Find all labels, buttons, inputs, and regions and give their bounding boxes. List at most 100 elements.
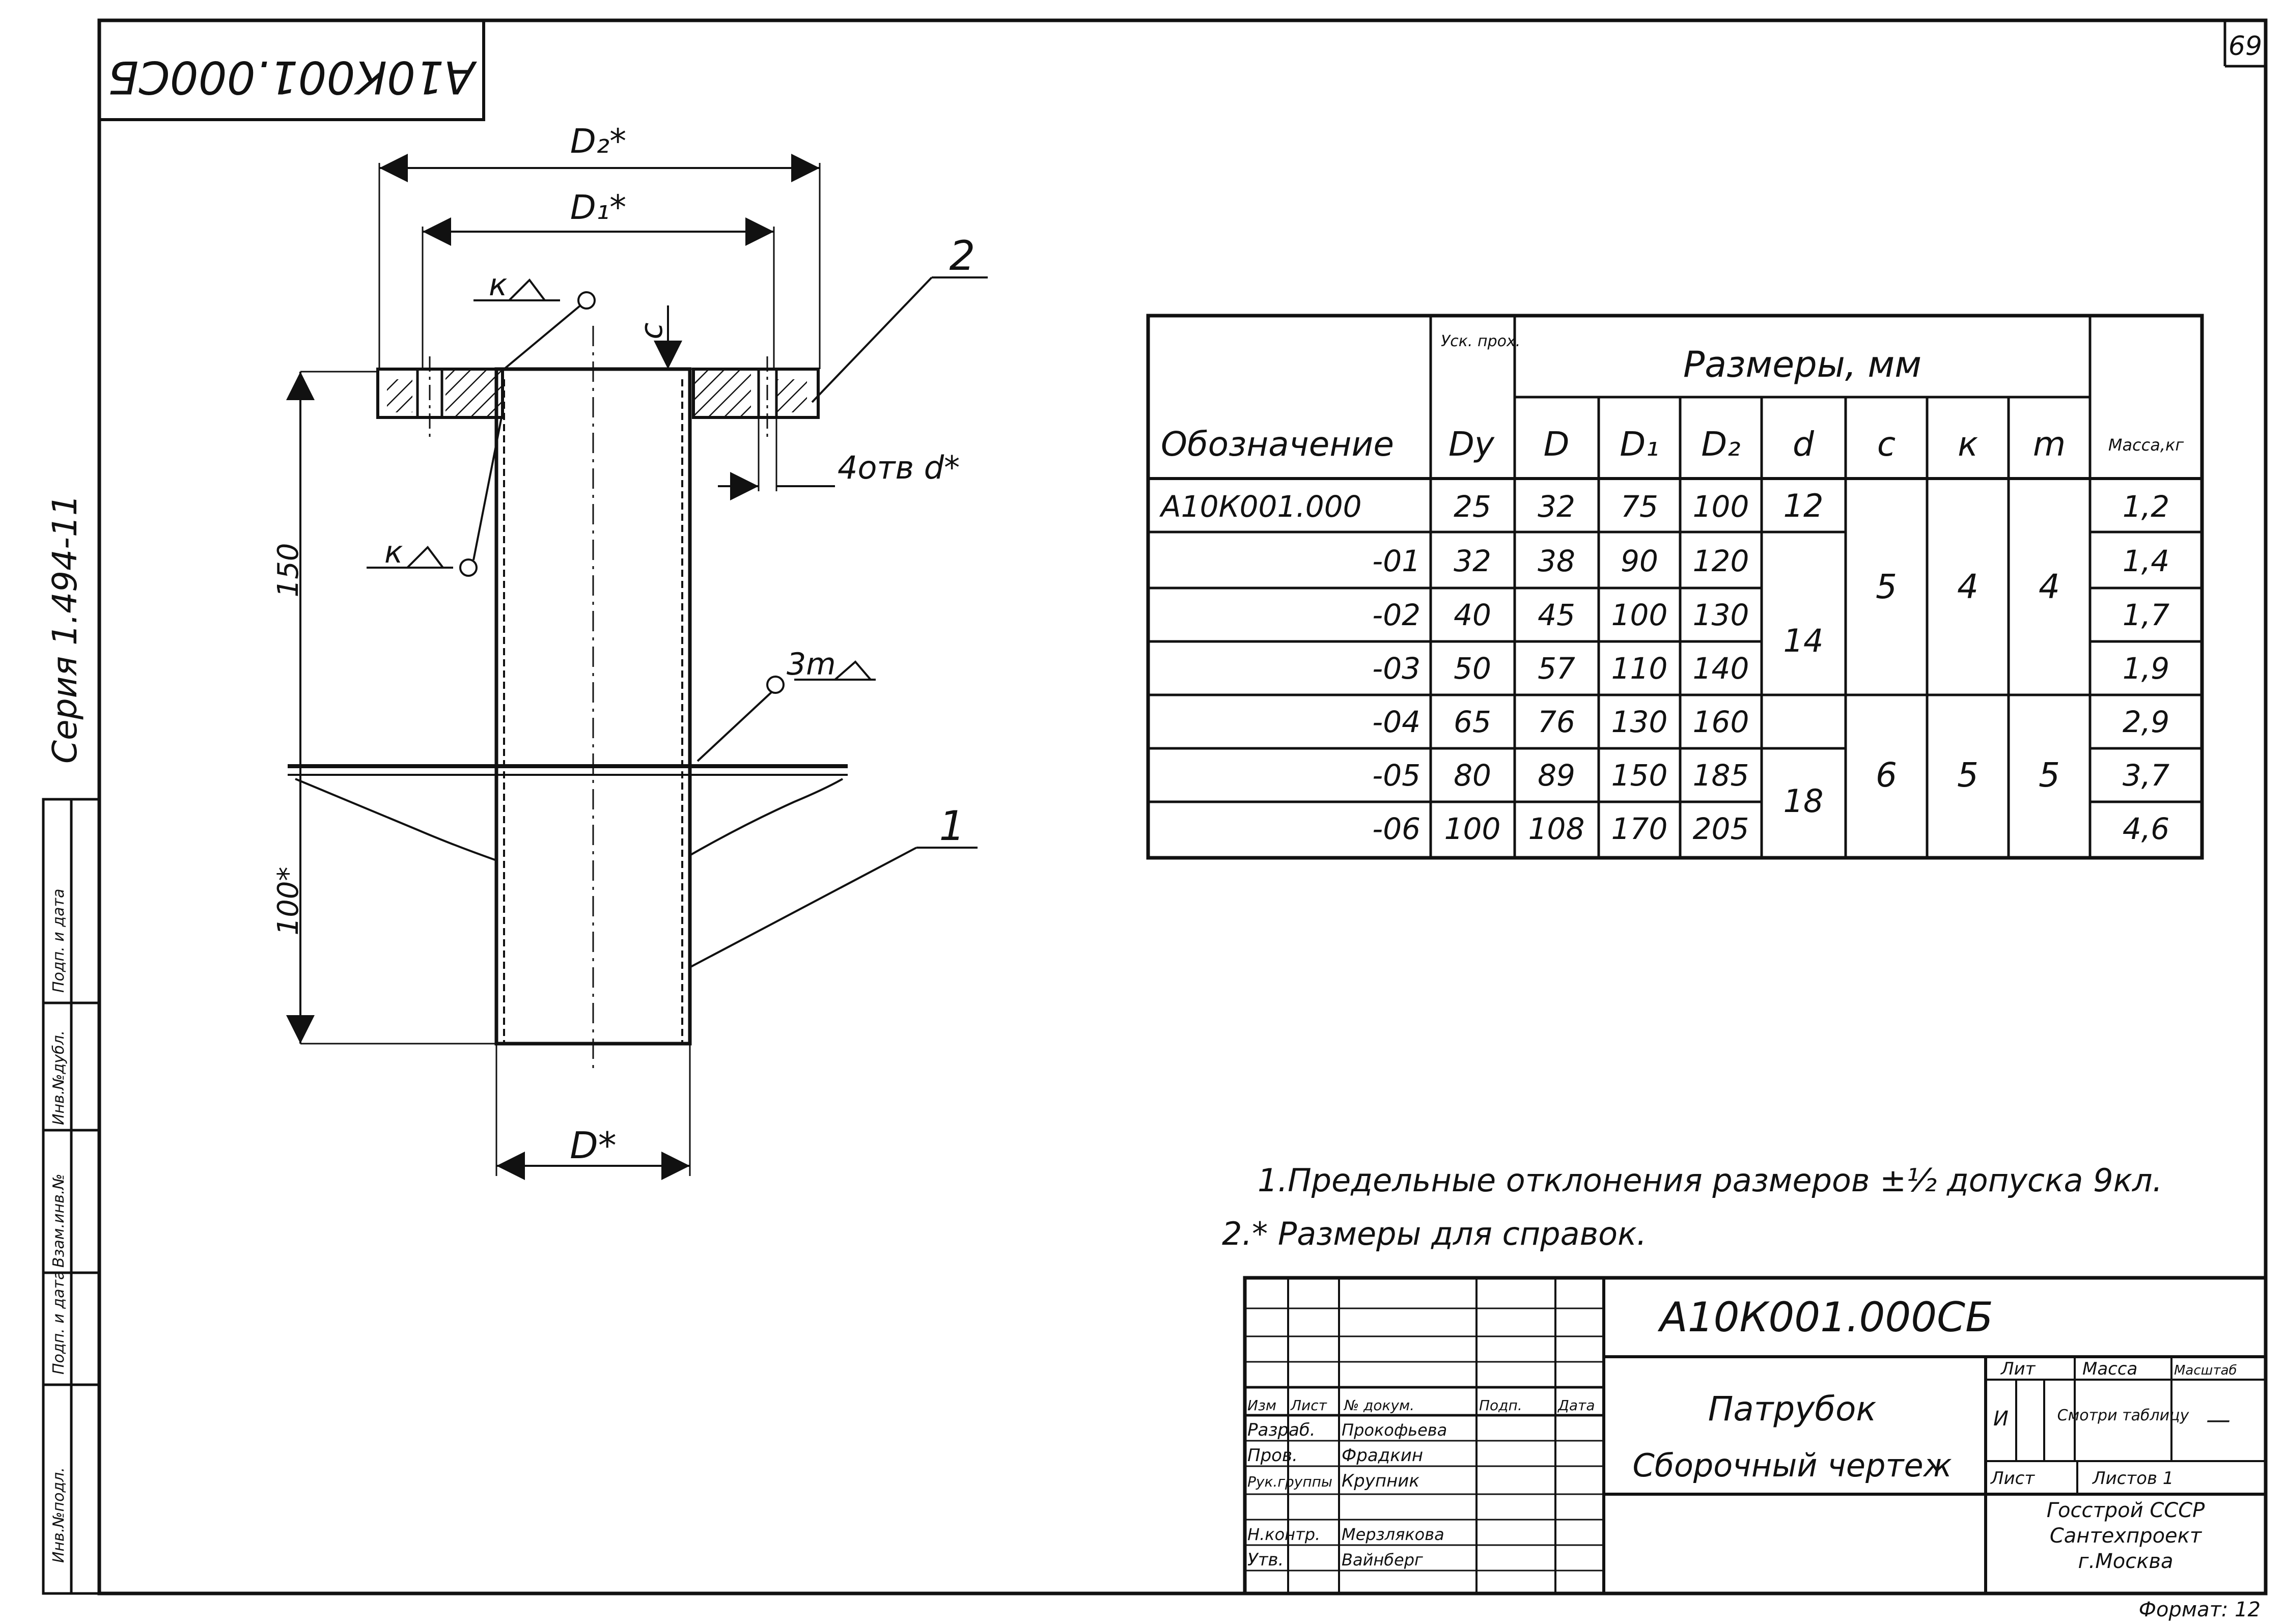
row-0-dy: 25 [1454, 489, 1491, 524]
row-6-mass: 4,6 [2123, 811, 2169, 846]
row-0-mass: 1,2 [2123, 489, 2169, 524]
col-designation: Обозначение [1161, 425, 1394, 464]
row-5-mass: 3,7 [2123, 758, 2169, 793]
row-4-D: 76 [1538, 705, 1575, 739]
tb-header-doc: № докум. [1343, 1397, 1414, 1414]
table-row: А10К001.000 25 32 75 100 1,2 [1159, 489, 2169, 524]
item-2-label: 2 [950, 232, 976, 279]
merged-d-14: 14 [1784, 622, 1824, 659]
row-5-dy: 80 [1454, 758, 1491, 793]
row-4-mass: 2,9 [2123, 705, 2169, 739]
series-label: Серия 1.494-11 [45, 494, 85, 764]
title-block [1243, 1276, 2268, 1595]
row-3-D: 57 [1538, 651, 1575, 686]
row-1-dy: 32 [1454, 544, 1491, 578]
row-5-D: 89 [1538, 758, 1575, 793]
row-0-D1: 75 [1621, 489, 1658, 524]
flange-right [692, 368, 820, 419]
dim-holes: 4отв d* [838, 449, 960, 486]
row-1-D2: 120 [1693, 544, 1749, 578]
row-4-D2: 160 [1693, 705, 1749, 739]
merged-m-4: 4 [2039, 567, 2060, 606]
weld-k-top: к [489, 267, 507, 303]
row-2-D: 45 [1538, 598, 1575, 632]
row-2-name: -02 [1372, 598, 1420, 632]
table-row: -01 32 38 90 120 1,4 [1372, 544, 2169, 578]
note-1: 1.Предельные отклонения размеров ±½ допу… [1258, 1162, 2162, 1199]
row-6-D: 108 [1528, 811, 1585, 846]
col-D1: D₁ [1620, 425, 1659, 464]
tb-person-2: Крупник [1342, 1471, 1419, 1491]
tb-person-5: Вайнберг [1342, 1550, 1423, 1570]
col-d: d [1793, 425, 1815, 464]
col-k: к [1958, 425, 1978, 464]
side-label-3: Инв.№дубл. [50, 1030, 68, 1125]
tb-name-1: Патрубок [1708, 1389, 1877, 1429]
tb-lit-label: Лит [2000, 1359, 2036, 1379]
row-1-D: 38 [1538, 544, 1575, 578]
dim-150: 150 [272, 543, 305, 598]
side-label-0: Инв.№подл. [50, 1467, 68, 1563]
table-row: -02 40 45 100 130 1,7 [1372, 598, 2169, 632]
row-4-dy: 65 [1454, 705, 1491, 739]
row-2-D2: 130 [1693, 598, 1749, 632]
part-drawing [286, 154, 988, 1180]
row-0-D: 32 [1538, 489, 1575, 524]
row-2-dy: 40 [1454, 598, 1491, 632]
dim-100: 100* [272, 867, 305, 936]
side-label-4: Подп. и дата [50, 889, 68, 993]
spec-table [1146, 314, 2204, 860]
tb-mass-value: Смотри таблицу [2057, 1407, 2190, 1424]
tb-designation: А10К001.000СБ [1657, 1294, 1993, 1341]
merged-d-12: 12 [1784, 487, 1824, 524]
col-dy: Dу [1448, 425, 1495, 464]
tb-header-izm: Изм [1247, 1397, 1276, 1414]
tb-org-2: Сантехпроект [2050, 1524, 2203, 1548]
merged-m-5: 5 [2039, 755, 2060, 795]
row-3-mass: 1,9 [2123, 651, 2169, 686]
merged-c-6: 6 [1876, 755, 1897, 795]
page-number: 69 [2228, 31, 2262, 62]
tb-scale-value: — [2206, 1406, 2231, 1434]
tb-header-date: Дата [1557, 1397, 1595, 1414]
top-stamp-text: А10К001.000СБ [108, 51, 477, 103]
merged-k-4: 4 [1957, 567, 1979, 606]
table-row: -04 65 76 130 160 2,9 [1372, 705, 2169, 739]
row-1-mass: 1,4 [2123, 544, 2169, 578]
col-c: c [1877, 425, 1896, 464]
row-0-name: А10К001.000 [1159, 489, 1362, 524]
weld-3m: 3m [787, 647, 836, 682]
tb-role-2: Рук.группы [1247, 1473, 1332, 1490]
side-label-1: Подп. и дата [50, 1271, 68, 1375]
side-label-2: Взам.инв.№ [50, 1173, 68, 1268]
weld-k-left: к [384, 535, 403, 570]
row-2-mass: 1,7 [2123, 598, 2169, 632]
row-6-dy: 100 [1444, 811, 1501, 846]
row-4-name: -04 [1372, 705, 1420, 739]
tb-person-4: Мерзлякова [1342, 1525, 1444, 1544]
tb-header-sign: Подп. [1479, 1397, 1522, 1414]
row-0-D2: 100 [1693, 489, 1749, 524]
tb-person-1: Фрадкин [1342, 1445, 1423, 1466]
merged-c-5: 5 [1876, 567, 1897, 606]
dim-D1: D₁* [570, 188, 626, 227]
row-6-D2: 205 [1693, 811, 1749, 846]
group-sizes: Размеры, мм [1683, 344, 1921, 385]
row-1-D1: 90 [1621, 544, 1658, 578]
merged-d-18: 18 [1784, 782, 1824, 820]
row-3-name: -03 [1372, 651, 1420, 686]
row-3-D1: 110 [1611, 651, 1668, 686]
tb-lit-value: И [1993, 1407, 2009, 1431]
tb-sheets-label: Листов 1 [2092, 1468, 2173, 1489]
row-6-D1: 170 [1611, 811, 1668, 846]
dim-c: c [634, 323, 670, 340]
tb-name-2: Сборочный чертеж [1632, 1447, 1952, 1484]
tb-mass-label: Масса [2082, 1359, 2137, 1379]
row-5-name: -05 [1372, 758, 1420, 793]
row-1-name: -01 [1372, 544, 1420, 578]
item-1-label: 1 [939, 802, 965, 850]
tb-format: Формат: 12 [2139, 1598, 2261, 1621]
tb-role-4: Н.контр. [1247, 1525, 1320, 1544]
